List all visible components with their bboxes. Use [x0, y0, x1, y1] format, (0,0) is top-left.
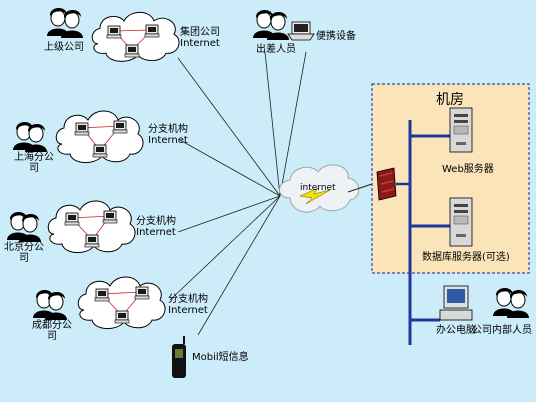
mobile-phone-icon [172, 336, 186, 378]
branch-label-3: 分支机构 Internet [168, 294, 208, 316]
branch-cloud-shanghai [55, 110, 144, 164]
beijing-user-icon [6, 211, 42, 243]
group-company-label: 集团公司 Internet [180, 27, 220, 49]
branch-label-2: 分支机构 Internet [136, 216, 176, 238]
staff-label: 公司内部人员 [472, 325, 532, 336]
hq-user-label: 上级公司 [44, 42, 84, 53]
machine-room-title: 机房 [436, 92, 464, 108]
staff-user-icon [492, 287, 530, 319]
branch-cloud-chengdu [77, 276, 166, 330]
traveler-label: 出差人员 [256, 44, 296, 55]
beijing-label: 北京分公 司 [4, 242, 44, 264]
hq-user-icon [46, 7, 84, 39]
shanghai-user-icon [12, 121, 48, 153]
group-company-cloud [91, 11, 180, 62]
desktop-icon [439, 285, 473, 321]
laptop-icon [287, 21, 315, 41]
branch-label-1: 分支机构 Internet [148, 124, 188, 146]
chengdu-user-icon [32, 289, 68, 321]
db-server-icon [449, 197, 473, 247]
lan-backbone [408, 120, 450, 345]
web-server-icon [449, 107, 473, 153]
office-pc-label: 办公电脑 [436, 325, 476, 336]
portable-device-label: 便携设备 [316, 31, 356, 42]
internet-cloud-icon [279, 164, 379, 213]
traveler-user-icon [252, 9, 290, 41]
firewall-icon [376, 167, 410, 201]
db-server-label: 数据库服务器(可选) [422, 252, 510, 263]
internet-label: internet [300, 183, 336, 193]
chengdu-label: 成都分公 司 [32, 320, 72, 342]
shanghai-label: 上海分公 司 [14, 152, 54, 174]
mobile-sms-label: Mobil短信息 [192, 352, 249, 363]
web-server-label: Web服务器 [442, 164, 494, 175]
branch-cloud-beijing [47, 200, 136, 254]
wan-links [169, 51, 307, 336]
